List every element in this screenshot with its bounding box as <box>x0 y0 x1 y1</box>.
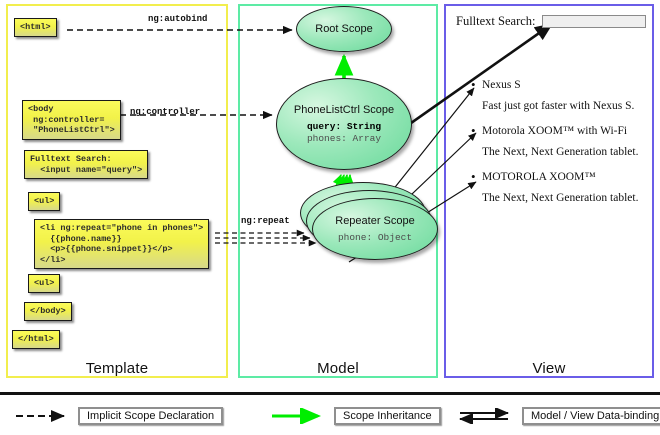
list-item-title: Nexus S <box>470 77 650 93</box>
code-box-body-close: </body> <box>24 302 72 321</box>
scope-phonelistctrl: PhoneListCtrl Scope query: String phones… <box>276 78 412 170</box>
code-box-ul-close: <ul> <box>28 274 61 293</box>
list-item-title: Motorola XOOM™ with Wi-Fi <box>470 123 650 139</box>
legend-item-model-view-data-binding: Model / View Data-binding <box>458 407 660 425</box>
code-box-search-input: Fulltext Search: <input name="query"> <box>24 150 149 179</box>
double-arrow-icon <box>459 408 509 424</box>
view-search-label: Fulltext Search: <box>456 14 536 28</box>
scope-phonelistctrl-props: query: String phones: Array <box>307 121 381 144</box>
legend-item-implicit-scope-declaration: Implicit Scope Declaration <box>14 407 224 425</box>
legend-item-scope-inheritance: Scope Inheritance <box>270 407 441 425</box>
list-item-snippet: The Next, Next Generation tablet. <box>482 192 639 204</box>
edge-label-ng-autobind: ng:autobind <box>148 14 208 24</box>
list-item-snippet: Fast just got faster with Nexus S. <box>482 100 635 112</box>
scope-repeater: Repeater Scope phone: Object <box>312 198 438 260</box>
scope-prop-phone: phone: Object <box>337 232 413 243</box>
view-search-row: Fulltext Search: <box>456 14 646 29</box>
view-search-input[interactable] <box>541 15 646 28</box>
edge-label-ng-controller: ng:controller <box>130 107 201 117</box>
legend-divider <box>0 392 660 395</box>
list-item[interactable]: MOTOROLA XOOM™ The Next, Next Generation… <box>470 169 650 206</box>
code-box-html-open: <html> <box>14 18 57 37</box>
code-box-ul-open: <ul> <box>28 192 61 211</box>
view-phone-list: Nexus S Fast just got faster with Nexus … <box>470 77 650 216</box>
scope-prop-phones: phones: Array <box>306 132 382 144</box>
dashed-arrow-icon <box>16 410 65 422</box>
scope-root: Root Scope <box>296 6 392 52</box>
code-box-body-open: <body ng:controller= "PhoneListCtrl"> <box>22 100 121 140</box>
list-item-snippet: The Next, Next Generation tablet. <box>482 146 639 158</box>
legend-label-implicit-scope-declaration: Implicit Scope Declaration <box>78 407 224 425</box>
column-label-model: Model <box>317 360 359 377</box>
list-item[interactable]: Motorola XOOM™ with Wi-Fi The Next, Next… <box>470 123 650 160</box>
edge-label-ng-repeat: ng:repeat <box>241 216 290 226</box>
column-label-template: Template <box>85 360 149 377</box>
scope-phonelistctrl-title: PhoneListCtrl Scope <box>293 103 395 116</box>
scope-repeater-props: phone: Object <box>338 232 412 244</box>
legend: Implicit Scope Declaration Scope Inherit… <box>0 400 660 434</box>
column-label-view: View <box>532 360 566 377</box>
green-arrow-icon <box>272 408 321 424</box>
code-box-html-close: </html> <box>12 330 60 349</box>
list-item[interactable]: Nexus S Fast just got faster with Nexus … <box>470 77 650 114</box>
column-template <box>6 4 228 378</box>
code-box-li-repeat: <li ng:repeat="phone in phones"> {{phone… <box>34 219 210 269</box>
list-item-title: MOTOROLA XOOM™ <box>470 169 650 185</box>
scope-prop-query: query: String <box>306 121 382 133</box>
scope-repeater-title: Repeater Scope <box>335 214 415 227</box>
scope-root-title: Root Scope <box>315 22 373 35</box>
legend-label-scope-inheritance: Scope Inheritance <box>334 407 441 425</box>
legend-label-model-view-data-binding: Model / View Data-binding <box>522 407 660 425</box>
